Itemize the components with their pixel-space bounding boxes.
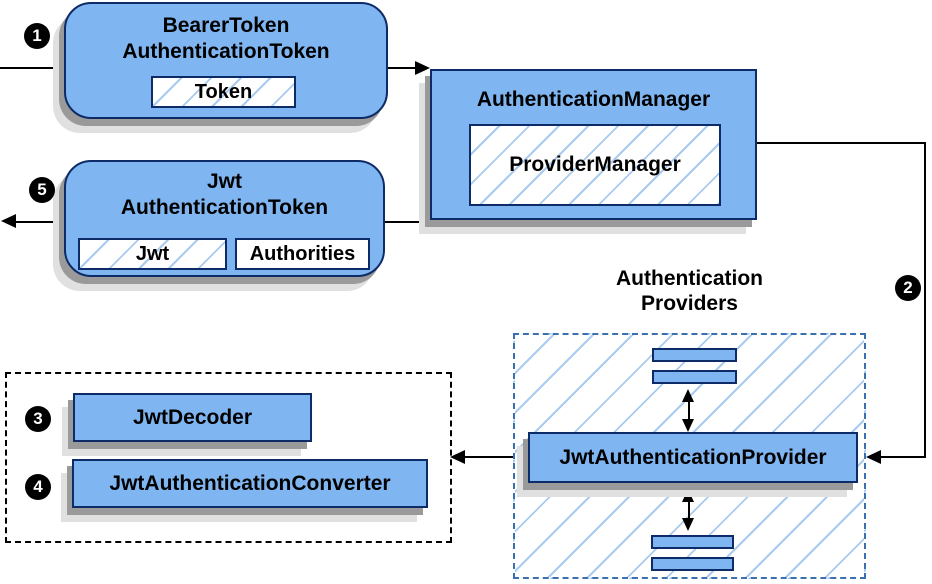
jwt-authentication-token-node: Jwt AuthenticationToken Jwt Authorities (64, 160, 385, 277)
flow-line-into-provider (878, 456, 926, 458)
generic-provider-bar (651, 535, 734, 549)
jwt-authentication-converter-node: JwtAuthenticationConverter (72, 459, 428, 508)
jwt-token-node-title: Jwt AuthenticationToken (66, 162, 383, 221)
bearer-token-title-line2: AuthenticationToken (122, 40, 330, 63)
step-4-badge: 4 (25, 474, 51, 500)
provider-manager-inner-box: ProviderManager (469, 124, 721, 206)
double-arrow-top-down-head (682, 419, 694, 432)
generic-provider-bar (651, 557, 734, 571)
arrowhead-response-out (1, 214, 16, 228)
authorities-chip: Authorities (235, 238, 370, 270)
jwt-token-title-line2: AuthenticationToken (120, 196, 329, 219)
jwt-chip: Jwt (78, 238, 227, 270)
providers-label-line2: Providers (641, 292, 738, 315)
authentication-manager-title: AuthenticationManager (476, 88, 711, 111)
authentication-providers-label: Authentication Providers (513, 266, 866, 316)
double-arrow-bottom-up-head (682, 489, 694, 502)
generic-provider-bar (652, 370, 737, 384)
flow-line-provider-to-tools (461, 456, 513, 458)
arrowhead-into-authentication-manager (415, 61, 430, 75)
bearer-token-authentication-token-node: BearerToken AuthenticationToken Token (64, 2, 388, 119)
authentication-manager-node: AuthenticationManager ProviderManager (430, 69, 757, 220)
jwt-decoder-node: JwtDecoder (73, 393, 312, 442)
arrowhead-into-tools (450, 450, 465, 464)
step-5-badge: 5 (29, 177, 55, 203)
flow-line-manager-to-right (757, 142, 926, 144)
double-arrow-bottom-line (688, 497, 690, 523)
token-chip: Token (151, 76, 296, 108)
flow-line-right-vertical (924, 142, 926, 458)
double-arrow-top-up-head (682, 389, 694, 402)
double-arrow-top-line (688, 397, 690, 425)
providers-label-line1: Authentication (616, 267, 763, 290)
step-1-badge: 1 (24, 23, 50, 49)
bearer-token-node-title: BearerToken AuthenticationToken (66, 4, 386, 65)
jwt-token-title-line1: Jwt (206, 170, 242, 193)
bearer-token-title-line1: BearerToken (162, 14, 290, 37)
generic-provider-bar (652, 348, 737, 362)
step-2-badge: 2 (895, 275, 921, 301)
double-arrow-bottom-down-head (682, 518, 694, 531)
jwt-authentication-provider-node: JwtAuthenticationProvider (528, 432, 858, 483)
step-3-badge: 3 (25, 406, 51, 432)
arrowhead-into-provider (866, 450, 881, 464)
